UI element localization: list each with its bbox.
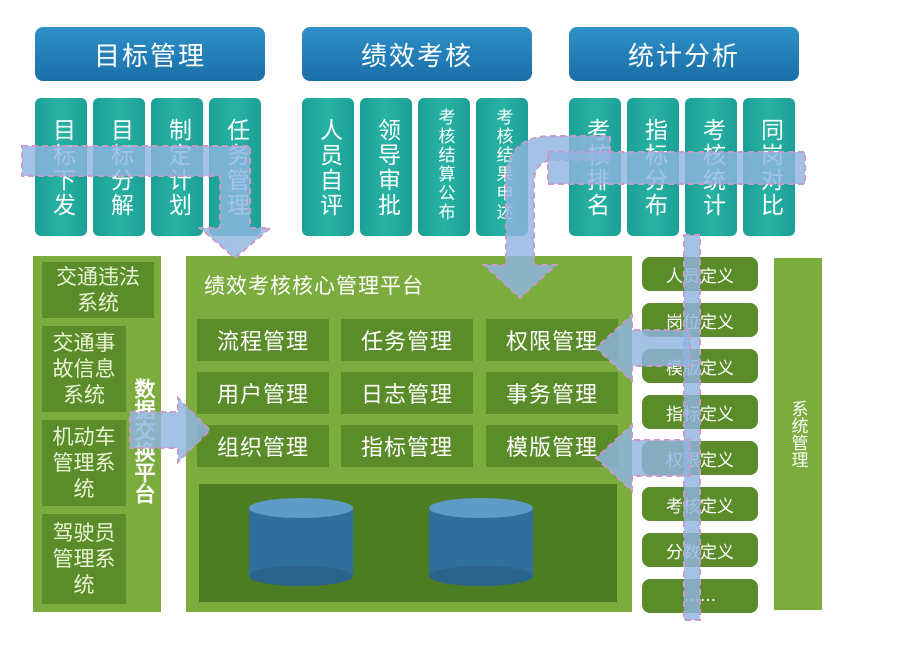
btn-transaction-management[interactable]: 事务管理	[486, 372, 618, 414]
module-label: 人员自评	[315, 118, 342, 218]
header-performance-review[interactable]: 绩效考核	[302, 27, 532, 81]
arrow-right-to-core-1	[594, 312, 691, 384]
system-management-label: 系统管理	[787, 400, 808, 468]
btn-organization-management[interactable]: 组织管理	[197, 425, 329, 467]
btn-user-management[interactable]: 用户管理	[197, 372, 329, 414]
arrow-stats-bar	[547, 151, 806, 185]
btn-log-management[interactable]: 日志管理	[341, 372, 473, 414]
module-label: 领导审批	[373, 118, 400, 218]
btn-permission-management[interactable]: 权限管理	[486, 319, 618, 361]
arrow-perf-to-core	[481, 135, 611, 300]
arrow-goal-to-core	[21, 145, 273, 260]
module-review-publish[interactable]: 考核结算公布	[418, 98, 470, 236]
arrow-right-to-core-2	[594, 422, 691, 494]
system-traffic-accident[interactable]: 交通事故信息系统	[42, 326, 126, 412]
btn-template-management[interactable]: 模版管理	[486, 425, 618, 467]
header-label: 目标管理	[93, 41, 206, 72]
database-cylinder-1	[249, 498, 353, 586]
btn-task-management[interactable]: 任务管理	[341, 319, 473, 361]
database-cylinder-2	[429, 498, 533, 586]
system-label: 交通违法系统	[56, 265, 140, 315]
module-label: 考核结算公布	[434, 108, 455, 222]
arrow-stats-down	[683, 234, 701, 621]
header-label: 统计分析	[627, 41, 740, 72]
arrow-left-to-core	[129, 395, 212, 465]
btn-process-management[interactable]: 流程管理	[197, 319, 329, 361]
system-driver[interactable]: 驾驶员管理系统	[42, 514, 126, 604]
system-traffic-violation[interactable]: 交通违法系统	[42, 262, 154, 318]
header-statistics[interactable]: 统计分析	[569, 27, 799, 81]
header-label: 绩效考核	[360, 41, 473, 72]
core-platform-title: 绩效考核核心管理平台	[204, 274, 424, 298]
system-label: 驾驶员管理系统	[52, 521, 116, 597]
module-leader-approval[interactable]: 领导审批	[360, 98, 412, 236]
system-management-panel[interactable]: 系统管理	[774, 258, 822, 610]
header-goal-management[interactable]: 目标管理	[35, 27, 265, 81]
system-vehicle[interactable]: 机动车管理系统	[42, 420, 126, 506]
module-self-evaluation[interactable]: 人员自评	[302, 98, 354, 236]
system-label: 交通事故信息系统	[52, 331, 116, 407]
flow-arrows	[21, 135, 806, 621]
btn-indicator-management[interactable]: 指标管理	[341, 425, 473, 467]
system-label: 机动车管理系统	[52, 425, 116, 501]
